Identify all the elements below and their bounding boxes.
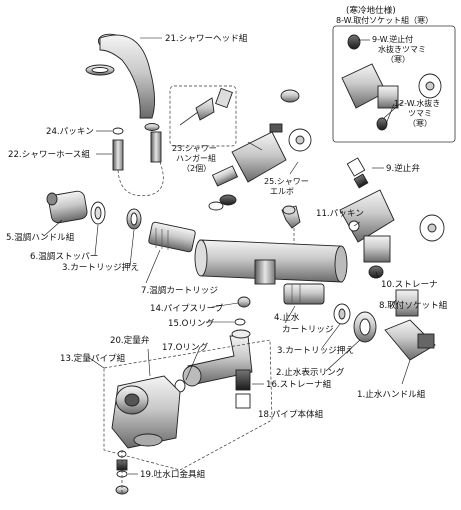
label-strainer-set: 16.ストレーナ組 <box>266 378 332 390</box>
label-packing-24: 24.パッキン <box>46 126 94 137</box>
label-strainer-10: 10.ストレーナ <box>381 279 438 290</box>
label-spout-fittings: 19.吐水口金具組 <box>140 468 206 480</box>
label-stop-cartridge-2: カートリッジ <box>282 324 334 335</box>
cold-spec-parts <box>341 34 442 131</box>
shower-hose <box>112 131 164 197</box>
label-cartridge-cap-upper: 3.カートリッジ押え <box>62 261 139 273</box>
temp-cartridge <box>148 221 196 253</box>
shower-elbow <box>281 205 301 229</box>
cold-spec-title: (寒冷地仕様) <box>346 4 396 16</box>
right-mount-body <box>339 189 395 263</box>
o-ring-15 <box>234 318 246 326</box>
label-shower-hose: 22.シャワーホース組 <box>8 148 90 160</box>
label-shower-elbow: 25.シャワー <box>264 177 309 186</box>
label-o-ring-15: 15.Oリング <box>168 317 215 329</box>
label-hanger-2: ハンガー組 <box>176 153 216 163</box>
label-fixed-pipe: 13.定量パイプ組 <box>60 352 126 364</box>
label-temp-handle: 5.温調ハンドル組 <box>6 231 75 243</box>
label-stop-handle: 1.止水ハンドル組 <box>357 388 426 400</box>
left-mount-body <box>208 131 287 211</box>
label-o-ring-17: 17.Oリング <box>162 341 209 353</box>
label-socket-cold: 8-W.取付ソケット組（寒） <box>336 15 433 25</box>
label-check-drain-cold-2: 水抜きツマミ <box>378 44 426 54</box>
temp-handle <box>46 190 88 224</box>
label-check-valve: 9.逆止弁 <box>386 162 420 174</box>
label-hanger-3: （2個） <box>182 163 211 173</box>
label-temp-stopper: 6.温調ストッパー <box>30 250 98 262</box>
label-cartridge-cap-lower: 3.カートリッジ押え <box>277 344 354 356</box>
faucet-main-body <box>194 239 348 285</box>
label-pipe-sleeve: 14.パイプスリーブ <box>150 302 224 314</box>
label-stop-cartridge: 4.止水 <box>274 311 300 323</box>
pipe-sleeve <box>237 296 251 308</box>
label-shower-head: 21.シャワーヘッド組 <box>165 32 248 44</box>
spout-fittings <box>115 450 129 495</box>
label-drain-knob-cold-2: ツマミ <box>408 109 432 118</box>
top-socket <box>269 123 283 133</box>
label-hanger: 23.シャワー <box>172 144 217 153</box>
check-valve <box>346 157 369 189</box>
stop-cartridge <box>283 283 325 305</box>
label-check-drain-cold-3: （寒） <box>386 54 410 64</box>
shower-hanger <box>169 85 237 147</box>
label-temp-cartridge: 7.温調カートリッジ <box>141 284 218 296</box>
shower-head <box>85 33 155 119</box>
cold-spec-box <box>332 25 456 143</box>
label-socket-8: 8.取付ソケット組 <box>379 299 448 311</box>
pipe-group-outline <box>103 339 273 471</box>
packing-24 <box>112 127 124 135</box>
label-pipe-body: 18.パイプ本体組 <box>258 408 324 420</box>
label-shower-elbow-2: エルボ <box>270 187 294 196</box>
label-fixed-valve: 20.定量弁 <box>110 334 150 346</box>
label-packing-11: 11.パッキン <box>316 208 364 219</box>
stop-handle <box>384 319 436 361</box>
nut-24 <box>144 123 160 131</box>
label-check-drain-cold: 9-W.逆止付 <box>372 34 413 44</box>
fixed-valve <box>111 375 181 449</box>
socket-8 <box>395 289 419 317</box>
label-drain-knob-cold: 12-W.水抜き <box>394 98 440 108</box>
strainer-set <box>235 369 251 409</box>
label-drain-knob-cold-3: （寒） <box>408 118 432 128</box>
top-nut <box>280 89 300 103</box>
label-stop-ring: 2.止水表示リング <box>276 366 345 378</box>
